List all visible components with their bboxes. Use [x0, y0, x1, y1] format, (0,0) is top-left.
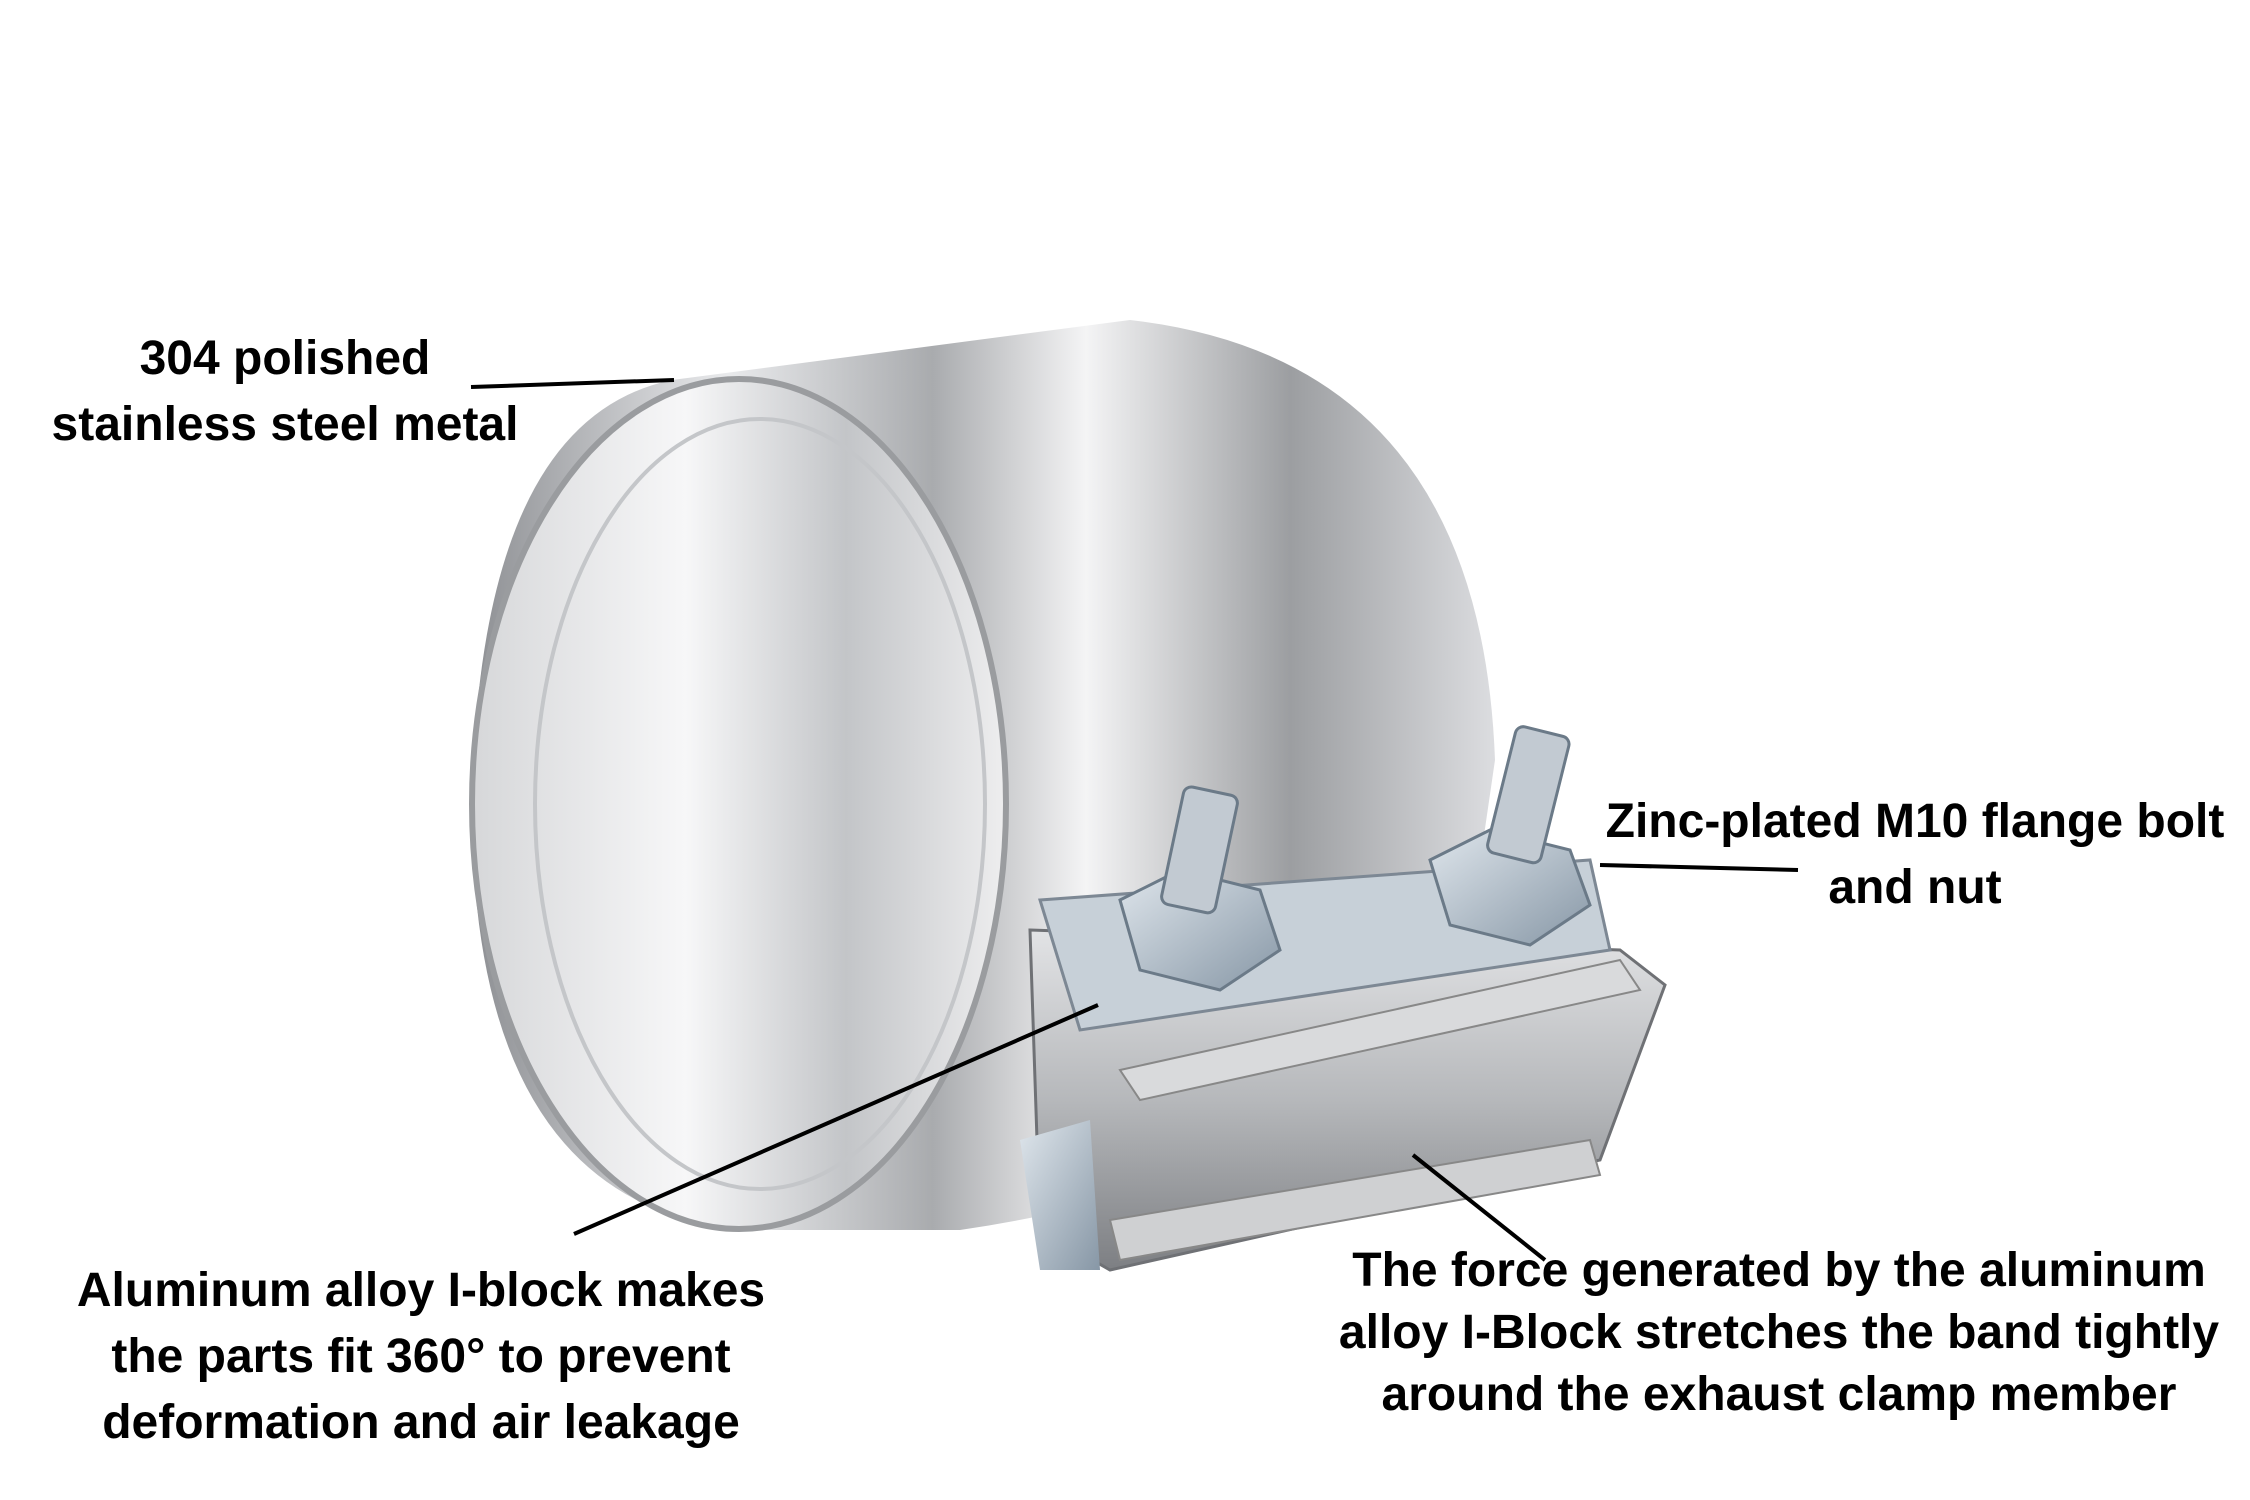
callout-line: deformation and air leakage: [102, 1396, 740, 1449]
leader-line-iblock: [573, 1003, 1099, 1236]
callout-line: The force generated by the aluminum: [1352, 1244, 2206, 1297]
callout-line: and nut: [1828, 861, 2002, 914]
leader-lines: [470, 378, 1799, 1262]
callout-line: Aluminum alloy I-block makes: [76, 1264, 766, 1317]
callout-bolt: Zinc-plated M10 flange bolt and nut: [1580, 789, 2250, 921]
callout-line: the parts fit 360° to prevent: [111, 1330, 731, 1383]
stainless-band: [469, 320, 1495, 1232]
flange-bolt-right: [1428, 725, 1592, 947]
callout-line: alloy I-Block stretches the band tightly: [1338, 1306, 2220, 1359]
callout-force: The force generated by the aluminum allo…: [1329, 1240, 2229, 1426]
flange-bolt-left: [1118, 785, 1282, 992]
callout-line: Zinc-plated M10 flange bolt: [1605, 795, 2225, 848]
callout-iblock: Aluminum alloy I-block makes the parts f…: [21, 1258, 821, 1456]
callout-line: around the exhaust clamp member: [1381, 1368, 2177, 1421]
leader-line-force: [1411, 1153, 1547, 1262]
callout-line: stainless steel metal: [51, 398, 519, 451]
callout-material: 304 polished stainless steel metal: [30, 326, 540, 458]
clamp-body: [1020, 858, 1667, 1272]
callout-line: 304 polished: [139, 332, 431, 385]
leader-line-bolt: [1599, 863, 1799, 872]
leader-line-material: [470, 378, 675, 389]
